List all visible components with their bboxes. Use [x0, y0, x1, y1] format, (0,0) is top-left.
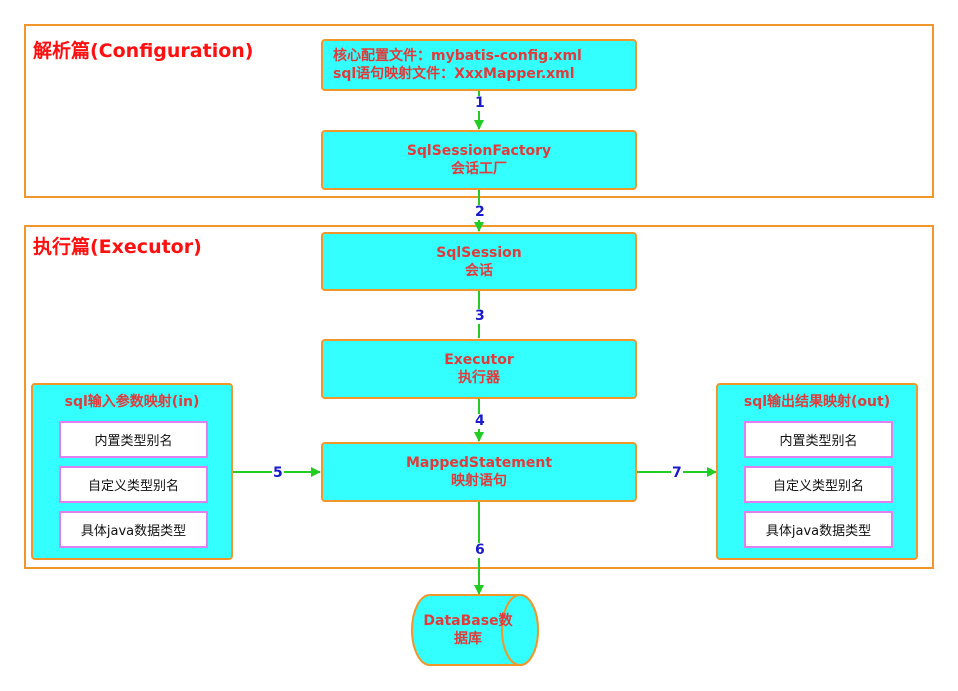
executor-section-title: 执行篇(Executor)	[33, 236, 202, 258]
sqlsessionfactory-node: SqlSessionFactory 会话工厂	[321, 130, 637, 190]
sqlsession-subtitle: 会话	[465, 262, 493, 279]
input-java-type: 具体java数据类型	[59, 511, 208, 548]
mapper-file-label: sql语句映射文件：XxxMapper.xml	[333, 66, 575, 82]
input-custom-alias: 自定义类型别名	[59, 466, 208, 503]
input-mapping-panel: sql输入参数映射(in) 内置类型别名 自定义类型别名 具体java数据类型	[31, 383, 233, 560]
output-java-type: 具体java数据类型	[744, 511, 893, 548]
sqlsession-node: SqlSession 会话	[321, 232, 637, 291]
step-number-1: 1	[474, 95, 486, 111]
step-number-3: 3	[474, 308, 486, 324]
sqlsessionfactory-subtitle: 会话工厂	[451, 161, 507, 177]
sqlsessionfactory-title: SqlSessionFactory	[406, 143, 552, 159]
step-number-4: 4	[474, 413, 486, 429]
executor-title: Executor	[444, 352, 514, 368]
executor-node: Executor 执行器	[321, 339, 637, 399]
input-builtin-alias: 内置类型别名	[59, 421, 208, 458]
output-custom-alias: 自定义类型别名	[744, 466, 893, 503]
mappedstatement-title: MappedStatement	[405, 455, 553, 471]
step-number-6: 6	[474, 542, 486, 558]
input-mapping-title: sql输入参数映射(in)	[64, 394, 200, 410]
executor-subtitle: 执行器	[458, 370, 500, 386]
database-label-line1: DataBase数	[423, 613, 513, 629]
mappedstatement-subtitle: 映射语句	[451, 473, 507, 489]
step-number-5: 5	[272, 465, 284, 481]
step-number-2: 2	[474, 204, 486, 220]
configuration-section-title: 解析篇(Configuration)	[33, 40, 254, 62]
config-files-node: 核心配置文件：mybatis-config.xml sql语句映射文件：XxxM…	[321, 39, 637, 91]
mappedstatement-node: MappedStatement 映射语句	[321, 442, 637, 502]
database-label-line2: 据库	[454, 631, 482, 647]
database-label: DataBase数 据库	[420, 612, 516, 648]
output-builtin-alias: 内置类型别名	[744, 421, 893, 458]
step-number-7: 7	[671, 465, 683, 481]
config-file-label: 核心配置文件：mybatis-config.xml	[333, 48, 582, 64]
output-mapping-panel: sql输出结果映射(out) 内置类型别名 自定义类型别名 具体java数据类型	[716, 383, 918, 560]
sqlsession-title: SqlSession	[436, 244, 522, 261]
output-mapping-title: sql输出结果映射(out)	[743, 394, 891, 410]
